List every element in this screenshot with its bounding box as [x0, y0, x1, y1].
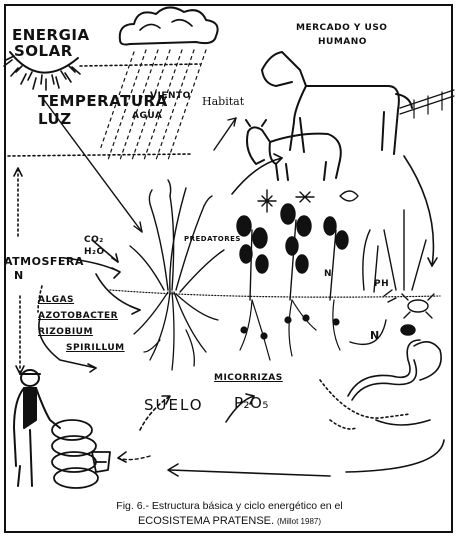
- label-humano: HUMANO: [318, 38, 367, 47]
- figure-caption-line2: ECOSISTEMA PRATENSE. (Millot 1987): [0, 515, 459, 527]
- label-viento: VIENTO: [150, 92, 191, 101]
- label-algas: ALGAS: [38, 296, 74, 305]
- label-azotobacter: AZOTOBACTER: [38, 312, 118, 321]
- sacks-icon: [52, 420, 110, 488]
- label-energia: ENERGIA: [12, 28, 90, 43]
- nodules-icon: [240, 300, 340, 360]
- label-ph: PH: [374, 280, 389, 289]
- figure-caption-line1: Fig. 6.- Estructura básica y ciclo energ…: [0, 500, 459, 512]
- label-spirillum: SPIRILLUM: [66, 344, 125, 353]
- label-predatores: PREDATORES: [184, 236, 241, 243]
- label-temperatura: TEMPERATURA: [38, 94, 168, 109]
- label-h2o: H₂O: [84, 248, 105, 257]
- label-co2: CO₂: [84, 236, 104, 245]
- label-suelo: SUELO: [144, 398, 204, 413]
- label-p2o5: P₂O₅: [234, 396, 269, 411]
- caption-title: ECOSISTEMA PRATENSE.: [138, 515, 274, 527]
- legume-icon: [237, 190, 358, 300]
- label-n-soil: N: [370, 330, 380, 341]
- label-atmosfera: ATMOSFERA: [4, 256, 84, 267]
- label-mercado: MERCADO Y USO: [296, 24, 387, 33]
- label-n-plant: N: [324, 270, 332, 279]
- label-micorrizas: MICORRIZAS: [214, 374, 283, 383]
- label-solar: SOLAR: [14, 44, 73, 59]
- label-n-atmosfera: N: [14, 270, 24, 281]
- caption-reference: (Millot 1987): [277, 517, 321, 526]
- label-luz: LUZ: [38, 112, 72, 127]
- roots-icon: [134, 292, 218, 370]
- cloud-icon: [120, 7, 218, 44]
- label-habitat: Habitat: [202, 96, 244, 107]
- label-agua: AGUA: [132, 112, 162, 121]
- label-rizobium: RIZOBIUM: [38, 328, 93, 337]
- earthworm-icon: [348, 340, 441, 400]
- plant-right-icon: [363, 210, 426, 292]
